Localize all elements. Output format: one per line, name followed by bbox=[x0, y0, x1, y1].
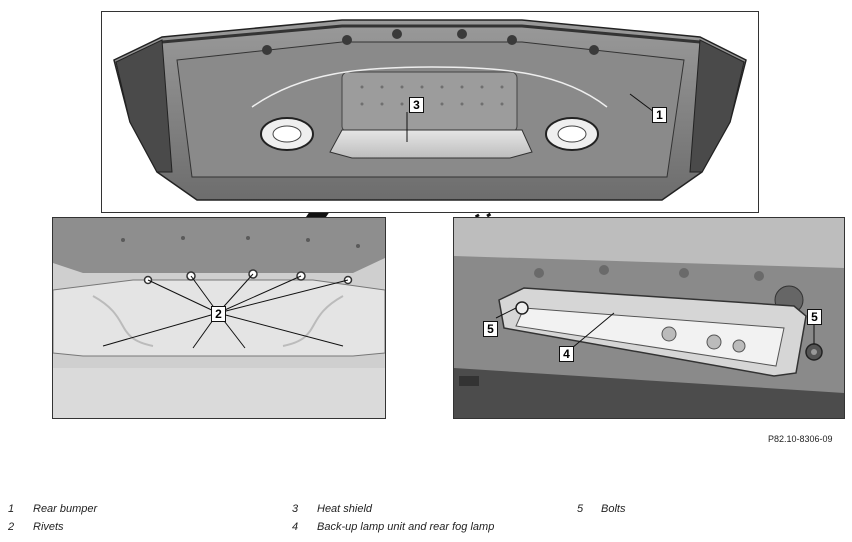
figure-reference-code: P82.10-8306-09 bbox=[768, 434, 833, 444]
lamp-unit-detail-panel: 5 5 4 bbox=[453, 217, 845, 419]
legend-text-rear-bumper: Rear bumper bbox=[33, 503, 98, 515]
legend-number-1: 1 bbox=[8, 503, 15, 515]
lamp-unit-bolts-illustration bbox=[454, 218, 844, 418]
legend-number-5: 5 bbox=[577, 503, 584, 515]
callout-2: 2 bbox=[211, 306, 226, 322]
callout-3: 3 bbox=[409, 97, 424, 113]
heat-shield-detail-panel: 2 bbox=[52, 217, 386, 419]
legend-number-2: 2 bbox=[8, 521, 15, 533]
rear-bumper-illustration bbox=[113, 19, 747, 201]
legend-text-rivets: Rivets bbox=[33, 521, 64, 533]
callout-5-left: 5 bbox=[483, 321, 498, 337]
legend-number-3: 3 bbox=[292, 503, 299, 515]
legend-number-4: 4 bbox=[292, 521, 299, 533]
callout-1: 1 bbox=[652, 107, 667, 123]
callout-4: 4 bbox=[559, 346, 574, 362]
legend-text-heat-shield: Heat shield bbox=[317, 503, 373, 515]
legend-text-bolts: Bolts bbox=[601, 503, 626, 515]
bumper-overview-panel: 3 1 bbox=[101, 11, 759, 213]
callout-5-right: 5 bbox=[807, 309, 822, 325]
legend-text-lamp-unit: Back-up lamp unit and rear fog lamp bbox=[317, 521, 495, 533]
